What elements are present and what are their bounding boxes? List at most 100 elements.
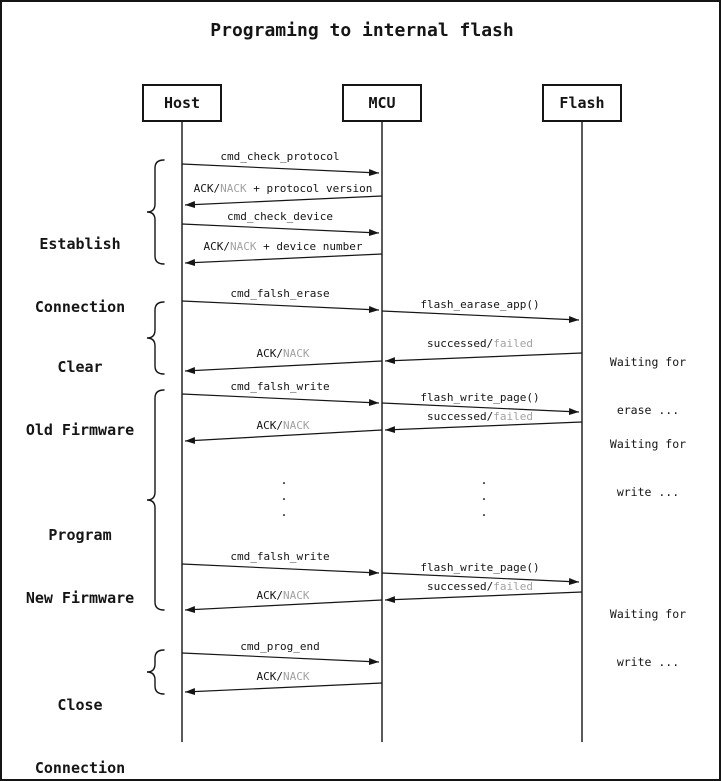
message-label: flash_earase_app()	[420, 297, 539, 313]
side-note-line: Waiting for	[609, 355, 687, 369]
side-note-waiting-erase: Waiting for erase ...	[610, 322, 686, 450]
ellipsis-dot: .	[480, 473, 488, 487]
ellipsis-dot: .	[480, 505, 488, 519]
phase-label-program-new-firmware: Program New Firmware	[26, 483, 134, 651]
message-label-part-muted: failed	[493, 580, 533, 593]
ellipsis-dot: .	[280, 505, 288, 519]
message-label-part: cmd_check_protocol	[220, 150, 340, 163]
arrow-flash-write-page-2	[381, 572, 580, 586]
message-label-part-muted: NACK	[283, 419, 310, 432]
message-label: cmd_prog_end	[240, 639, 319, 655]
side-note-waiting-write-2: Waiting for write ...	[610, 574, 686, 702]
actor-box-host: Host	[142, 84, 222, 122]
phase-label-line: Old Firmware	[25, 421, 135, 439]
message-label: ACK/NACK + device number	[204, 239, 363, 255]
message-label: successed/failed	[427, 409, 533, 425]
message-label-part: cmd_check_device	[227, 210, 333, 223]
message-label-part-muted: NACK	[283, 589, 310, 602]
message-label: successed/failed	[427, 336, 533, 352]
message-label-part: + protocol version	[246, 182, 373, 195]
phase-label-line: Connection	[34, 298, 126, 316]
message-label-part: cmd_falsh_erase	[230, 287, 330, 300]
message-label: ACK/NACK	[257, 346, 310, 362]
side-note-waiting-write-1: Waiting for write ...	[610, 404, 686, 532]
message-label-part: ACK/	[203, 240, 231, 253]
arrow-cmd-falsh-write-2	[181, 563, 380, 577]
phase-label-line: New Firmware	[25, 589, 135, 607]
arrow-ack-write-1	[184, 429, 383, 444]
arrow-cmd-falsh-write-1	[181, 393, 380, 407]
message-label-part: flash_earase_app()	[420, 298, 540, 311]
message-label-part: flash_write_page()	[420, 561, 540, 574]
message-label-part-muted: NACK	[283, 670, 310, 683]
message-label-part: cmd_falsh_write	[230, 550, 330, 563]
actor-box-flash: Flash	[542, 84, 622, 122]
phase-label-line: Program	[48, 526, 112, 544]
phase-label-establish-connection: Establish Connection	[35, 192, 125, 360]
phase-label-line: Clear	[57, 358, 103, 376]
message-label-part: successed/	[427, 337, 494, 350]
arrow-ack-write-2	[184, 599, 383, 613]
arrow-erase-result	[384, 352, 583, 365]
arrow-ack-prog-end	[184, 682, 383, 696]
ellipsis-dots-mcu-flash: . . .	[480, 472, 487, 520]
arrow-ack-erase	[184, 360, 383, 374]
message-label-part: successed/	[427, 410, 494, 423]
brace-program-new-firmware	[146, 389, 165, 611]
diagram-title: Programing to internal flash	[210, 20, 514, 41]
message-label-part: ACK/	[256, 419, 284, 432]
message-label: cmd_falsh_write	[230, 379, 329, 395]
message-label: cmd_check_protocol	[220, 149, 339, 165]
message-label: successed/failed	[427, 579, 533, 595]
actor-box-mcu: MCU	[342, 84, 422, 122]
message-label-part: successed/	[427, 580, 494, 593]
phase-label-line: Establish	[39, 235, 121, 253]
message-label-part: cmd_prog_end	[240, 640, 320, 653]
message-label-part: flash_write_page()	[420, 391, 540, 404]
message-label-part: ACK/	[256, 670, 284, 683]
message-label-part: cmd_falsh_write	[230, 380, 330, 393]
arrow-cmd-falsh-erase	[181, 300, 380, 314]
message-label: flash_write_page()	[420, 390, 539, 406]
side-note-line: write ...	[616, 655, 680, 669]
ellipsis-dot: .	[480, 489, 488, 503]
message-label: flash_write_page()	[420, 560, 539, 576]
message-label-part-muted: NACK	[283, 347, 310, 360]
message-label: ACK/NACK + protocol version	[194, 181, 373, 197]
message-label: cmd_check_device	[227, 209, 333, 225]
phase-label-clear-old-firmware: Clear Old Firmware	[26, 315, 134, 483]
side-note-line: Waiting for	[609, 437, 687, 451]
message-label: cmd_falsh_write	[230, 549, 329, 565]
message-label-part-muted: NACK	[230, 240, 257, 253]
brace-establish-connection	[146, 159, 165, 265]
ellipsis-dots-host-mcu: . . .	[280, 472, 287, 520]
ellipsis-dot: .	[280, 473, 288, 487]
arrow-cmd-prog-end	[181, 652, 380, 666]
arrow-write-result-1	[384, 421, 583, 434]
arrow-cmd-check-device	[181, 223, 380, 237]
message-label-part-muted: NACK	[220, 182, 247, 195]
arrow-ack-device-number	[184, 253, 383, 267]
message-label: ACK/NACK	[257, 418, 310, 434]
message-label-part: ACK/	[193, 182, 221, 195]
side-note-line: write ...	[616, 485, 680, 499]
message-label: ACK/NACK	[257, 669, 310, 685]
message-label: cmd_falsh_erase	[230, 286, 329, 302]
brace-clear-old-firmware	[146, 301, 165, 375]
message-label-part-muted: failed	[493, 337, 533, 350]
phase-label-line: Close	[57, 696, 103, 714]
arrow-flash-write-page-1	[381, 402, 580, 416]
message-label: ACK/NACK	[257, 588, 310, 604]
side-note-line: Waiting for	[609, 607, 687, 621]
phase-label-close-connection: Close Connection	[34, 653, 126, 779]
arrow-flash-earase-app	[381, 310, 580, 324]
brace-close-connection	[146, 649, 165, 695]
arrow-cmd-check-protocol	[181, 163, 380, 177]
message-label-part-muted: failed	[493, 410, 533, 423]
message-label-part: + device number	[256, 240, 363, 253]
phase-label-line: Connection	[34, 759, 126, 777]
message-label-part: ACK/	[256, 347, 284, 360]
arrow-write-result-2	[384, 591, 583, 604]
arrow-ack-protocol-version	[184, 195, 383, 209]
